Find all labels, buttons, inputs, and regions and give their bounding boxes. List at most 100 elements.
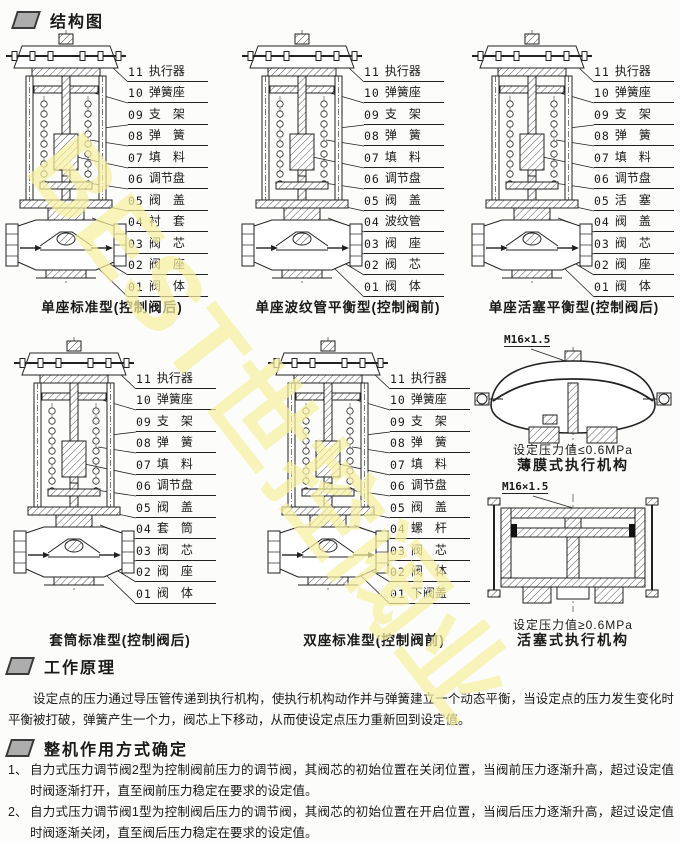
part-number: 08 — [128, 129, 144, 143]
part-name: 阀 盖 — [156, 499, 193, 514]
part-number: 05 — [364, 193, 380, 208]
part-name: 弹簧座 — [410, 392, 447, 406]
part-name: 弹 簧 — [148, 128, 185, 142]
part-name: 活 塞 — [614, 192, 651, 207]
item-text: 自力式压力调节阀2型为控制阀前压力的调节阀，其阀芯的初始位置在关闭位置，当阀前压… — [30, 763, 674, 798]
diagram-caption: 双座标准型(控制阀前) — [303, 633, 445, 648]
part-number: 02 — [594, 258, 610, 272]
part-number: 08 — [390, 436, 406, 450]
part-label: 10 弹簧座 — [364, 82, 444, 103]
part-name: 阀 盖 — [410, 499, 447, 514]
part-name: 弹簧座 — [614, 85, 651, 99]
part-label: 02 阀 座 — [128, 254, 208, 275]
section-principle-header: 工作原理 — [5, 654, 117, 678]
part-name: 调节盘 — [156, 478, 193, 492]
part-name: 阀 座 — [148, 257, 185, 271]
part-number: 03 — [390, 543, 406, 558]
part-number: 08 — [364, 129, 380, 143]
part-label: 05 活 塞 — [594, 189, 674, 211]
part-label: 06 调节盘 — [364, 168, 444, 189]
part-label: 07 填 料 — [136, 453, 216, 475]
part-label: 10 弹簧座 — [136, 389, 216, 410]
part-number: 11 — [390, 371, 406, 386]
principle-paragraph: 设定点的压力通过导压管传递到执行机构，使执行机构动作并与弹簧建立一个动态平衡，当… — [8, 691, 674, 727]
part-label: 09 支 架 — [136, 410, 216, 432]
part-label: 06 调节盘 — [136, 475, 216, 496]
part-number: 10 — [594, 86, 610, 100]
part-number: 09 — [364, 107, 380, 122]
part-number: 04 — [594, 215, 610, 229]
part-name: 弹簧座 — [148, 85, 185, 99]
part-number: 09 — [390, 414, 406, 429]
part-label: 11 执行器 — [364, 60, 444, 82]
part-number: 01 — [136, 586, 152, 601]
part-number: 10 — [136, 393, 152, 407]
part-label: 09 支 架 — [128, 103, 208, 125]
part-label-list: 11 执行器 10 弹簧座 09 支 架 08 弹 簧 — [128, 60, 208, 297]
part-label: 09 支 架 — [594, 103, 674, 125]
part-number: 05 — [136, 500, 152, 515]
part-label: 06 调节盘 — [390, 475, 470, 496]
pressure-note: 设定压力值≥0.6MPa — [513, 618, 633, 632]
thread-spec-label: M16×1.5 — [504, 333, 551, 347]
diagram-double-seat-standard: 11 执行器 10 弹簧座 09 支 架 08 弹 簧 — [266, 335, 482, 648]
part-name: 阀 体 — [410, 564, 447, 578]
part-number: 09 — [594, 107, 610, 122]
part-name: 阀 芯 — [384, 257, 421, 271]
part-number: 04 — [136, 522, 152, 536]
part-number: 09 — [136, 414, 152, 429]
section-title: 工作原理 — [44, 660, 117, 677]
part-label: 11 执行器 — [128, 60, 208, 82]
part-name: 支 架 — [410, 413, 447, 428]
diagram-caption: 单座波纹管平衡型(控制阀前) — [255, 300, 441, 315]
part-label: 04 螺 杆 — [390, 518, 470, 539]
part-name: 调节盘 — [410, 478, 447, 492]
part-number: 05 — [594, 193, 610, 208]
part-number: 06 — [136, 479, 152, 493]
section-marker-icon — [11, 11, 41, 29]
item-marker: 2、 — [8, 805, 28, 819]
part-label: 02 阀 座 — [136, 561, 216, 582]
part-name: 阀 盖 — [614, 214, 651, 228]
part-name: 阀 芯 — [410, 542, 447, 557]
part-label: 03 阀 座 — [364, 232, 444, 254]
part-label: 01 阀 体 — [136, 582, 216, 604]
part-name: 执行器 — [148, 63, 185, 78]
section-marker-icon — [5, 739, 35, 757]
diagram-caption: 单座标准型(控制阀后) — [41, 300, 183, 315]
mode-item: 1、 自力式压力调节阀2型为控制阀前压力的调节阀，其阀芯的初始位置在关闭位置，当… — [8, 760, 674, 802]
part-name: 阀 体 — [148, 278, 185, 293]
part-label: 07 填 料 — [594, 146, 674, 168]
part-name: 阀 芯 — [148, 235, 185, 250]
item-text: 自力式压力调节阀1型为控制阀后压力的调节阀，其阀芯的初始位置在开启位置，当阀后压… — [30, 805, 674, 840]
part-number: 11 — [364, 64, 380, 79]
piston-actuator-block: M16×1.5 设定压力值≥0.6MPa 活塞式执行机构 — [470, 478, 676, 650]
part-name: 执行器 — [410, 370, 447, 385]
diaphragm-actuator-block: M16×1.5 设定压力值≤0.6MPa 薄膜式执行机构 — [470, 333, 676, 475]
part-number: 07 — [390, 457, 406, 472]
part-label: 04 波纹管 — [364, 211, 444, 232]
part-name: 调节盘 — [384, 171, 421, 185]
part-name: 执行器 — [384, 63, 421, 78]
part-label: 07 填 料 — [364, 146, 444, 168]
part-number: 11 — [128, 64, 144, 79]
part-label: 05 阀 盖 — [364, 189, 444, 211]
part-label: 07 填 料 — [128, 146, 208, 168]
diaphragm-actuator-drawing — [474, 347, 672, 451]
actuator-caption: 活塞式执行机构 — [517, 632, 629, 648]
part-number: 05 — [390, 500, 406, 515]
part-number: 04 — [390, 522, 406, 536]
part-number: 11 — [136, 371, 152, 386]
part-name: 衬 套 — [148, 214, 185, 228]
diagram-bellows-balanced: 11 执行器 10 弹簧座 09 支 架 08 弹 簧 — [240, 28, 456, 328]
part-name: 阀 体 — [156, 585, 193, 600]
section-title: 结构图 — [50, 14, 105, 31]
part-name: 调节盘 — [148, 171, 185, 185]
part-number: 03 — [136, 543, 152, 558]
section-title: 整机作用方式确定 — [44, 742, 189, 759]
part-label: 03 阀 芯 — [136, 539, 216, 561]
part-number: 10 — [364, 86, 380, 100]
part-number: 07 — [136, 457, 152, 472]
part-number: 11 — [594, 64, 610, 79]
